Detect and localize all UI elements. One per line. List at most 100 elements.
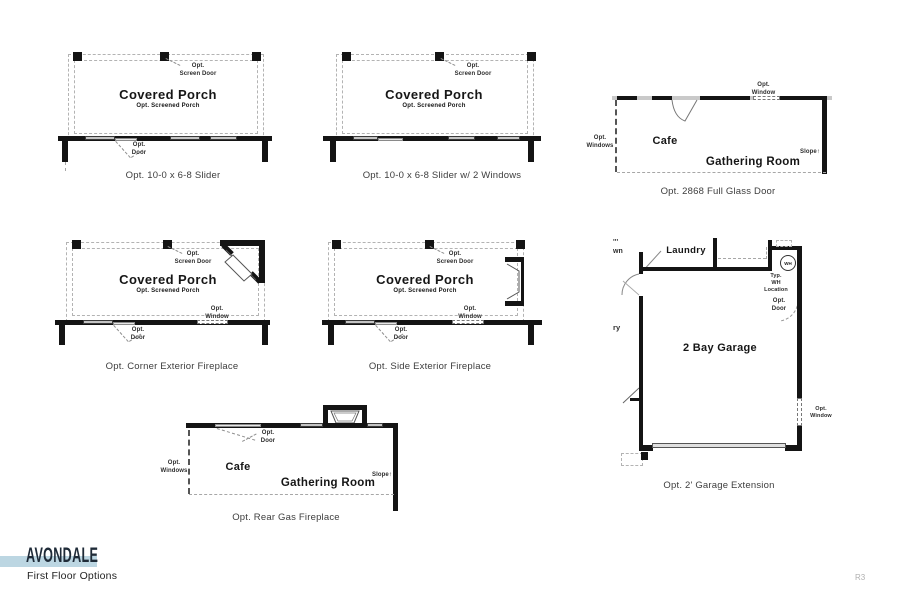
- fireplace-wall-back: [521, 257, 524, 306]
- slider-panel: [85, 136, 115, 140]
- wall-return: [62, 141, 68, 162]
- plan-caption: Opt. Side Exterior Fireplace: [368, 361, 492, 372]
- house-wall: [55, 320, 270, 325]
- door-annotation: Opt. Door: [393, 327, 409, 341]
- fireplace-wall-top: [505, 257, 524, 262]
- optional-window-segment: [197, 320, 228, 324]
- side-wall: [822, 96, 827, 174]
- optional-windows-wall: [188, 430, 190, 494]
- door-annotation: Opt. Door: [260, 430, 276, 444]
- stoop-outline: [621, 453, 643, 466]
- wh-location-annotation: Typ. WH Location: [764, 273, 788, 294]
- window-annotation: Opt. Window: [810, 406, 832, 420]
- rear-wall: [186, 423, 398, 428]
- slider-panel: [345, 320, 375, 324]
- slope-up-arrow-icon: ↑: [388, 471, 392, 478]
- room-open-edge: [189, 494, 394, 495]
- plan-caption: Opt. 2' Garage Extension: [663, 480, 775, 491]
- room-label-cafe: Cafe: [225, 461, 251, 473]
- slider-panel: [353, 136, 378, 140]
- plan-opt-corner-exterior-fireplace: Opt. Screen Door Covered Porch Opt. Scre…: [55, 235, 300, 377]
- room-label-covered-porch: Covered Porch Opt. Screened Porch: [354, 87, 514, 109]
- room-label-covered-porch: Covered Porch Opt. Screened Porch: [88, 272, 248, 294]
- window-annotation: Opt. Window: [205, 306, 229, 320]
- laundry-bottom-wall: [641, 267, 772, 271]
- wall-return-detail: [65, 162, 66, 171]
- door-swing-dash: [216, 428, 256, 441]
- porch-post: [342, 52, 351, 61]
- porch-post: [516, 240, 525, 249]
- slope-annotation: Slope↑: [793, 141, 827, 157]
- room-label-gathering: Gathering Room: [705, 156, 801, 168]
- garage-door-jamb: [639, 445, 653, 451]
- wall-segment: [617, 96, 637, 100]
- room-name: Covered Porch: [385, 87, 483, 102]
- garage-right-wall: [797, 246, 802, 398]
- clipped-label-side: ry: [613, 323, 621, 332]
- wall-segment: [652, 96, 672, 100]
- slider-panel-open: [378, 138, 403, 141]
- fireplace-wall-top: [220, 240, 265, 246]
- wall-return: [528, 325, 534, 345]
- wall-return: [528, 141, 534, 162]
- accent-band: [0, 556, 97, 567]
- slope-label: Slope: [800, 148, 817, 155]
- door-annotation: Opt. Door: [771, 298, 787, 312]
- sheet-subtitle: First Floor Options: [27, 570, 118, 582]
- plan-caption: Opt. 10-0 x 6-8 Slider: [125, 170, 221, 181]
- room-label-gathering: Gathering Room: [280, 477, 376, 489]
- laundry-left-wall: [639, 252, 643, 271]
- porch-post: [425, 240, 434, 249]
- porch-post: [72, 240, 81, 249]
- slope-up-arrow-icon: ↑: [816, 148, 820, 155]
- room-subname: Opt. Screened Porch: [136, 288, 200, 294]
- screen-door-annotation: Opt. Screen Door: [454, 63, 492, 77]
- rear-fireplace-firebox: [330, 410, 360, 424]
- windows-annotation: Opt. Windows: [586, 135, 614, 149]
- room-name: Covered Porch: [119, 272, 217, 287]
- wall-return: [330, 141, 336, 162]
- room-open-edge: [617, 172, 826, 173]
- door-annotation: Opt. Door: [131, 142, 147, 156]
- wall-return: [328, 325, 334, 345]
- utility-dash: [718, 258, 766, 259]
- service-door-tick: [630, 398, 643, 401]
- utility-dash: [766, 247, 767, 259]
- porch-post: [73, 52, 82, 61]
- room-subname: Opt. Screened Porch: [393, 288, 457, 294]
- wall-segment: [700, 96, 750, 100]
- wh-closet-top-wall: [772, 246, 798, 250]
- wh-closet-left-wall: [768, 240, 772, 271]
- window-segment: [170, 136, 200, 140]
- porch-post: [332, 240, 341, 249]
- plan-caption: Opt. 10-0 x 6-8 Slider w/ 2 Windows: [362, 170, 522, 181]
- garage-left-wall: [639, 296, 643, 451]
- slope-annotation: Slope↑: [365, 464, 399, 480]
- room-subname: Opt. Screened Porch: [402, 103, 466, 109]
- plan-opt-rear-gas-fireplace: Opt. Door Opt. Windows Cafe Gathering Ro…: [160, 400, 410, 525]
- plan-opt-2ft-garage-extension: ''' wn Laundry WH Typ. WH Location Opt. …: [595, 237, 840, 495]
- clipped-label-top: ''' wn: [613, 239, 623, 256]
- door-annotation: Opt. Door: [130, 327, 146, 341]
- wall-return: [59, 325, 65, 345]
- fireplace-wall-left: [323, 405, 328, 428]
- garage-door-panel: [652, 443, 786, 448]
- wall-return: [262, 141, 268, 162]
- room-label-covered-porch: Covered Porch Opt. Screened Porch: [88, 87, 248, 109]
- window-segment: [497, 136, 520, 140]
- side-wall: [393, 423, 398, 511]
- screen-door-annotation: Opt. Screen Door: [179, 63, 217, 77]
- slope-label: Slope: [372, 471, 389, 478]
- revision-number: R3: [855, 573, 866, 582]
- plan-opt-10-slider: Opt. Screen Door Covered Porch Opt. Scre…: [58, 46, 276, 188]
- plan-caption: Opt. 2868 Full Glass Door: [660, 186, 776, 197]
- window-annotation: Opt. Window: [751, 82, 776, 96]
- porch-post: [160, 52, 169, 61]
- optional-window-box: [776, 240, 792, 247]
- garage-left-wall: [639, 271, 643, 274]
- garage-door-jamb: [785, 445, 802, 451]
- garage-right-wall: [797, 426, 802, 451]
- room-subname: Opt. Screened Porch: [136, 103, 200, 109]
- wh-label: WH: [784, 260, 792, 266]
